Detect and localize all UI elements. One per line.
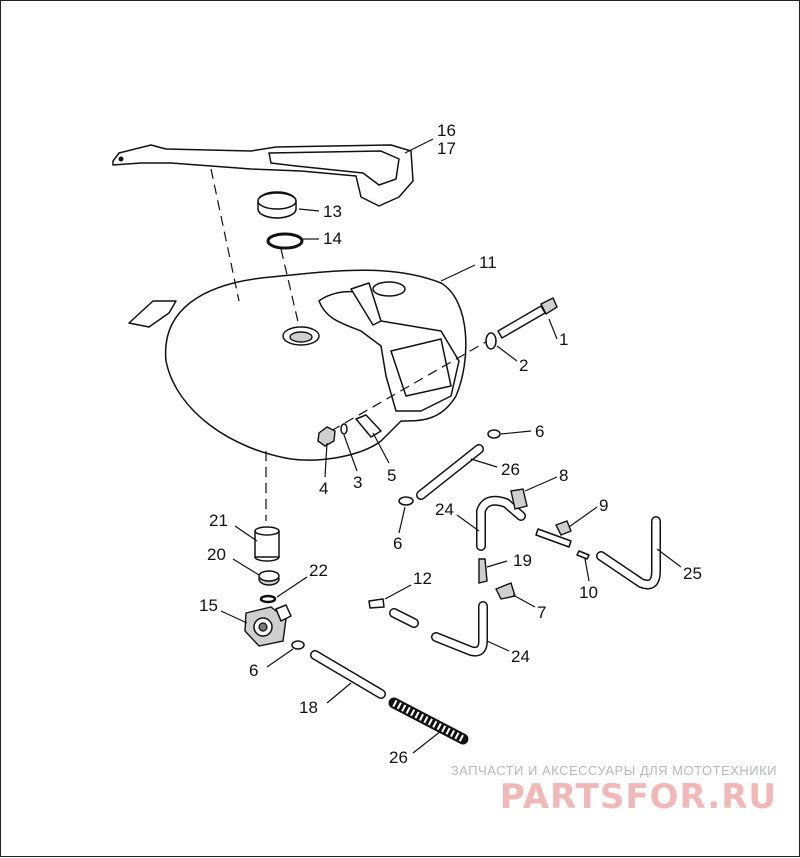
callout-4: 4 bbox=[319, 479, 328, 498]
callout-14: 14 bbox=[323, 229, 342, 248]
callout-16: 16 bbox=[437, 121, 456, 140]
callout-10: 10 bbox=[579, 583, 598, 602]
rollover-valve bbox=[535, 520, 572, 548]
callout-18: 18 bbox=[299, 698, 318, 717]
callout-2: 2 bbox=[519, 356, 528, 375]
callout-11: 11 bbox=[479, 253, 497, 272]
hose-clamp-upper bbox=[487, 429, 501, 439]
callout-5: 5 bbox=[387, 466, 396, 485]
callout-24-lower: 24 bbox=[511, 647, 530, 666]
barb-fitting bbox=[368, 598, 385, 609]
bolt-washer bbox=[485, 332, 497, 350]
tank-console-bracket bbox=[112, 144, 414, 207]
callout-15: 15 bbox=[199, 596, 218, 615]
callout-24-upper: 24 bbox=[435, 500, 454, 519]
vent-hose-upper bbox=[416, 444, 484, 500]
callout-19: 19 bbox=[513, 551, 532, 570]
hose-clamp-middle bbox=[398, 496, 414, 506]
short-hose bbox=[389, 608, 419, 628]
callout-21: 21 bbox=[209, 511, 228, 530]
callout-6-upper: 6 bbox=[535, 422, 544, 441]
callout-26-lower: 26 bbox=[389, 748, 408, 767]
watermark-logo: PARTSFOR.RU bbox=[499, 777, 777, 817]
callout-22: 22 bbox=[309, 561, 328, 580]
mounting-bolt bbox=[497, 297, 558, 339]
callout-25: 25 bbox=[683, 564, 702, 583]
callout-6-lower: 6 bbox=[249, 661, 258, 680]
callout-26-upper: 26 bbox=[501, 460, 520, 479]
hose-clip bbox=[495, 582, 516, 600]
tank-hardware bbox=[317, 414, 382, 447]
callout-1: 1 bbox=[559, 330, 568, 349]
cap-gasket bbox=[266, 232, 304, 250]
callout-9: 9 bbox=[599, 496, 608, 515]
drain-fitting bbox=[478, 558, 488, 584]
bent-tube-upper bbox=[476, 495, 526, 551]
bent-tube-lower bbox=[431, 601, 488, 657]
fuel-cap bbox=[257, 191, 297, 219]
valve-o-ring bbox=[259, 594, 277, 604]
callout-3: 3 bbox=[353, 473, 362, 492]
callout-17: 17 bbox=[437, 139, 456, 158]
fuel-petcock bbox=[244, 604, 292, 647]
leader-lines bbox=[220, 138, 682, 754]
watermark-tagline: ЗАПЧАСТИ И АКСЕССУАРЫ ДЛЯ МОТОТЕХНИКИ bbox=[450, 763, 777, 778]
callout-12: 12 bbox=[413, 569, 432, 588]
callout-labels: 16 17 13 14 11 1 2 6 26 8 9 4 3 5 24 6 1… bbox=[199, 121, 702, 767]
callout-13: 13 bbox=[323, 202, 342, 221]
tee-fitting bbox=[576, 550, 590, 560]
hose-clamp-lower bbox=[291, 640, 305, 650]
callout-20: 20 bbox=[207, 545, 226, 564]
fuel-line-sleeve bbox=[388, 697, 469, 745]
valve-nut bbox=[258, 570, 280, 586]
vent-fitting bbox=[510, 488, 528, 510]
fuel-filter bbox=[254, 526, 280, 562]
vent-hose-long bbox=[596, 516, 661, 590]
callout-8: 8 bbox=[559, 466, 568, 485]
fuel-tank bbox=[128, 269, 467, 461]
fuel-line bbox=[310, 650, 386, 699]
callout-6-middle: 6 bbox=[393, 534, 402, 553]
callout-7: 7 bbox=[537, 603, 546, 622]
